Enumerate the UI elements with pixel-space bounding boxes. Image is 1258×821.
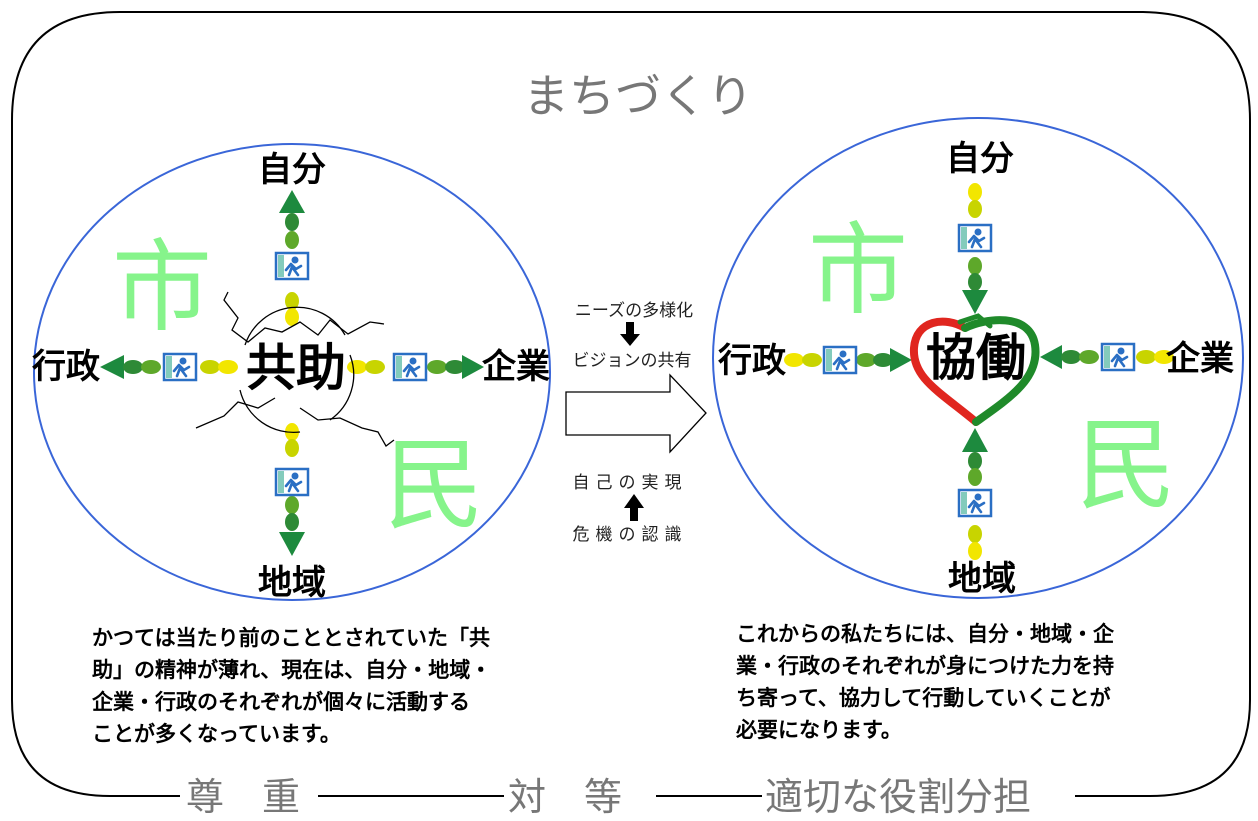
right-description: これからの私たちには、自分・地域・企 業・行政のそれぞれが身につけた力を持 ち寄… [736,622,1115,742]
left-arm-left [100,352,238,382]
principle-respect: 尊 重 [186,775,300,819]
left-arm-up [274,190,310,326]
left-description-line: 助」の精神が薄れ、現在は、自分・地域・ [92,658,491,682]
right-circle [712,117,1244,599]
right-description-line: ち寄って、協力して行動していくことが [736,686,1111,710]
right-diagram: 市 民 [712,117,1244,599]
right-description-line: 業・行政のそれぞれが身につけた力を持 [736,654,1114,678]
left-center-label: 共助 [246,338,346,397]
left-center-cracks [195,291,395,447]
middle-label-bottom2: 危機の認識 [573,525,688,545]
right-arm-left [784,345,912,375]
right-label-left: 行政 [718,341,786,381]
middle-label-bottom1: 自己の実現 [573,473,688,493]
principle-role-sharing: 適切な役割分担 [765,775,1031,819]
running-person-icon [274,251,310,281]
running-person-icon [957,488,993,518]
bottom-principles: 尊 重 対 等 適切な役割分担 [186,775,1031,819]
right-label-top: 自分 [946,139,1014,179]
left-arm-right [347,352,484,382]
up-arrow-icon [624,494,644,521]
running-person-icon [1100,342,1136,372]
left-label-bottom: 地域 [258,563,326,603]
running-person-icon [274,467,310,497]
right-center-label: 協働 [926,328,1026,387]
left-description-line: 企業・行政のそれぞれが個々に活動する [91,690,470,714]
middle-label-top2: ビジョンの共有 [573,351,692,371]
principle-equality: 対 等 [508,775,622,819]
left-circle [33,143,551,601]
right-min-label: 民 [1076,407,1176,524]
left-label-top: 自分 [258,150,326,190]
middle-section: ニーズの多様化 ビジョンの共有 自己の実現 危機の認識 [565,301,707,545]
big-right-arrow-icon [565,373,707,454]
right-arm-down [957,428,993,560]
right-description-line: これからの私たちには、自分・地域・企 [736,622,1115,646]
right-arm-right [1040,342,1174,372]
heart-icon [909,313,1040,426]
left-description-line: かつては当たり前のこととされていた「共 [92,626,490,650]
running-person-icon [392,352,428,382]
running-person-icon [957,223,993,253]
right-ichi-label: 市 [808,212,908,329]
left-description: かつては当たり前のこととされていた「共 助」の精神が薄れ、現在は、自分・地域・ … [91,626,491,746]
left-description-line: ことが多くなっています。 [92,722,341,746]
middle-label-top1: ニーズの多様化 [575,301,693,321]
right-label-right: 企業 [1166,339,1234,379]
left-diagram: 市 民 [32,143,551,603]
left-ichi-label: 市 [112,229,212,346]
running-person-icon [822,345,858,375]
outer-frame [11,11,1251,797]
down-arrow-icon [620,322,640,346]
right-label-bottom: 地域 [948,559,1016,599]
right-description-line: 必要になります。 [736,718,902,742]
left-label-right: 企業 [482,347,550,387]
title: まちづくり [523,69,753,123]
left-label-left: 行政 [32,347,100,387]
right-arm-up [957,183,993,314]
left-arm-down [274,423,310,556]
running-person-icon [162,352,198,382]
left-min-label: 民 [384,427,484,544]
